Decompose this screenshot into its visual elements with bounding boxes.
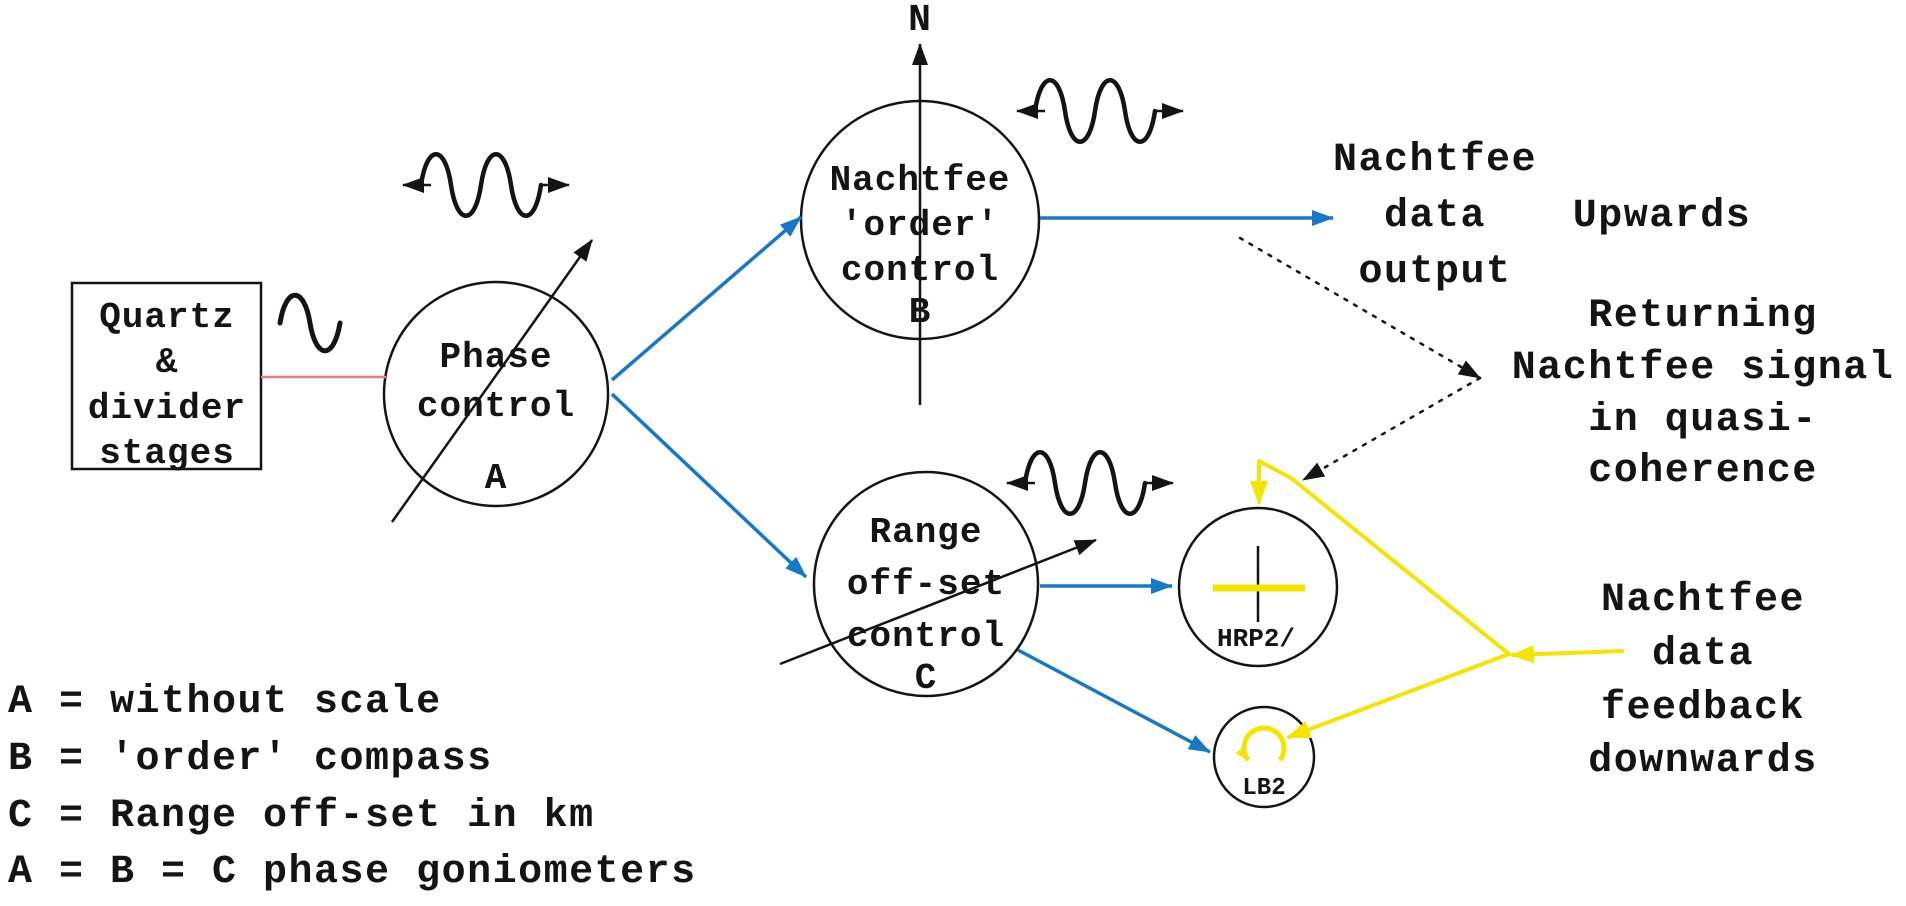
phase-control-letter: A (485, 458, 508, 499)
range-control-line3: control (847, 616, 1005, 657)
order-control-line1: Nachtfee (830, 160, 1011, 201)
quartz-box-line4: stages (99, 433, 235, 474)
range-goniometer-pointer-arrow (779, 538, 1097, 666)
feedback-to-hrp2-arrow (1250, 459, 1511, 656)
signal-wave-icon-phase (403, 154, 569, 216)
range-control-line1: Range (869, 512, 982, 553)
hrp2-label: HRP2/ (1217, 624, 1295, 654)
legend-line-b: B = 'order' compass (8, 737, 493, 782)
feedback-line4: downwards (1588, 739, 1818, 784)
returning-line4: coherence (1588, 449, 1818, 494)
data-output-line1: Nachtfee (1333, 138, 1537, 183)
signal-wave-icon-order (1017, 80, 1183, 142)
phase-control-node (382, 280, 610, 508)
legend-line-abc: A = B = C phase goniometers (8, 850, 697, 895)
upwards-label: Upwards (1573, 194, 1752, 239)
compass-north-label: N (908, 0, 932, 42)
lb2-circular-trace-arrow (1235, 725, 1287, 762)
returning-line3: in quasi- (1588, 398, 1818, 443)
quartz-box-line2: & (156, 342, 179, 383)
returning-signal-dashed-arrow-back (1301, 376, 1482, 482)
quartz-box-line1: Quartz (99, 297, 235, 338)
feedback-from-text-arrow (1510, 645, 1624, 664)
returning-line2: Nachtfee signal (1512, 346, 1895, 391)
returning-line1: Returning (1588, 294, 1818, 339)
quartz-box-line3: divider (88, 388, 246, 429)
range-offset-node (812, 470, 1040, 698)
feedback-line2: data (1652, 632, 1754, 677)
lb2-label: LB2 (1242, 775, 1285, 802)
range-to-lb2-arrow (1017, 648, 1211, 754)
feedback-line1: Nachtfee (1601, 578, 1805, 623)
sine-wave-icon-quartz (277, 292, 343, 354)
phase-to-range-arrow (610, 392, 808, 579)
legend-line-c: C = Range off-set in km (8, 794, 595, 839)
range-control-line2: off-set (847, 564, 1005, 605)
order-control-line2: 'order' (841, 205, 999, 246)
order-control-letter: B (909, 292, 932, 333)
data-output-line2: data (1384, 194, 1486, 239)
data-output-line3: output (1358, 250, 1511, 295)
legend-line-a: A = without scale (8, 680, 442, 725)
phase-control-line2: control (417, 386, 575, 427)
phase-goniometer-pointer-arrow (390, 239, 594, 523)
feedback-to-lb2-arrow (1286, 652, 1511, 739)
quartz-divider-box (70, 281, 263, 471)
range-control-letter: C (915, 658, 938, 699)
phase-to-order-arrow (610, 215, 803, 382)
order-control-line3: control (841, 250, 999, 291)
phase-control-line1: Phase (439, 337, 552, 378)
signal-wave-icon-range (1007, 452, 1173, 514)
feedback-line3: feedback (1601, 686, 1805, 731)
returning-signal-dashed-arrow-down (1238, 236, 1482, 380)
